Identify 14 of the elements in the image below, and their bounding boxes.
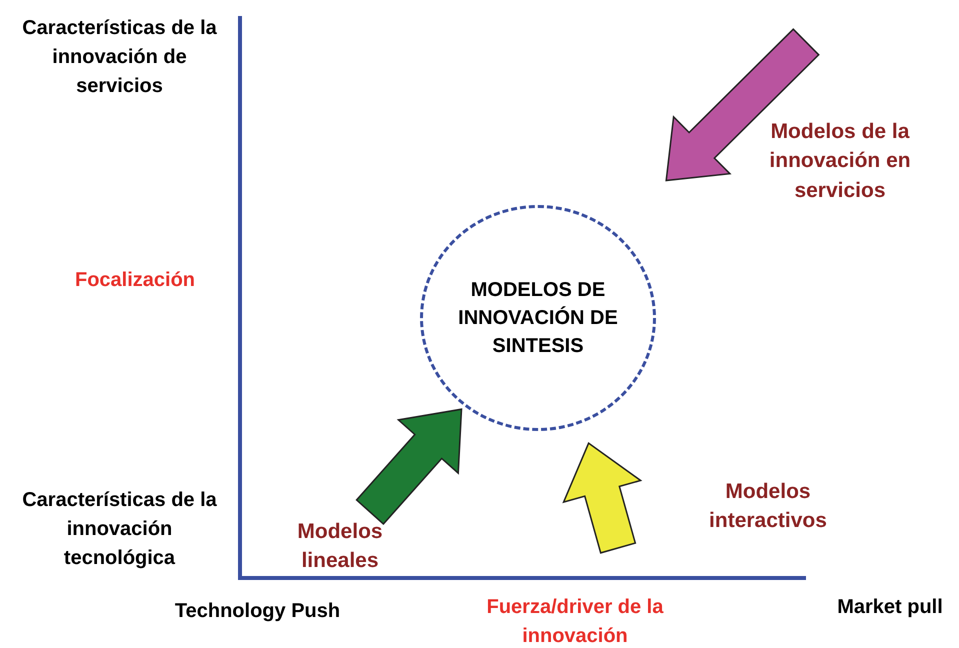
- block-arrow: [562, 442, 642, 554]
- block-arrow: [665, 28, 820, 182]
- axis-label: Market pull: [836, 595, 944, 620]
- block-arrow: [356, 408, 462, 526]
- circle-label: MODELOS DE INNOVACIÓN DE SINTESIS: [457, 278, 619, 359]
- axis-label: Fuerza/driver de la innovación: [486, 595, 664, 648]
- model-label: Modelos de la innovación en servicios: [768, 118, 912, 204]
- dashed-circle: [420, 205, 656, 431]
- axis-label: Technology Push: [174, 599, 342, 624]
- axis-label: Características de la innovación de servicios: [21, 16, 218, 99]
- model-label: Modelos lineales: [296, 518, 384, 574]
- model-label: Modelos interactivos: [708, 478, 828, 534]
- axis-label: Focalización: [74, 268, 196, 293]
- axis-label: Características de la innovación tecnológica: [21, 488, 218, 571]
